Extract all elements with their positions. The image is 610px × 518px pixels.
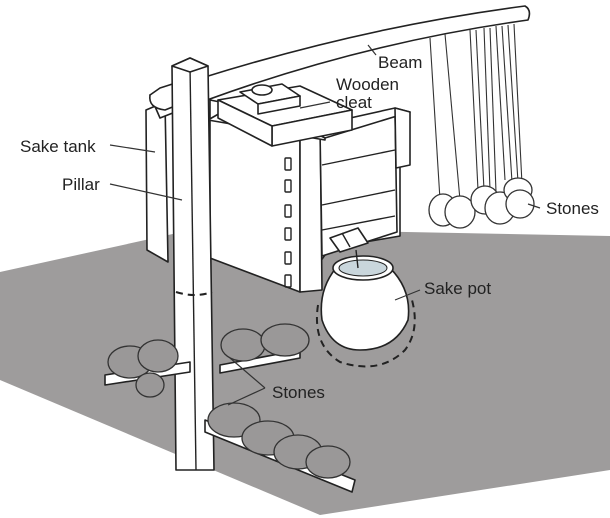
label-sake-pot: Sake pot: [424, 279, 491, 298]
label-stones-ground: Stones: [272, 383, 325, 402]
hanging-stones: [428, 177, 535, 229]
label-wooden-cleat-line1: Wooden: [336, 75, 399, 94]
sake-pot: [316, 249, 416, 368]
label-stones-hanging: Stones: [546, 199, 599, 218]
label-sake-tank: Sake tank: [20, 137, 96, 156]
leader-lines: [109, 44, 541, 406]
ropes: [429, 23, 523, 201]
ground-plane: [0, 228, 610, 515]
ground-stones: [104, 323, 356, 493]
label-wooden-cleat-line2: cleat: [336, 93, 372, 112]
pillar: [171, 57, 215, 471]
sake-tank: [145, 83, 411, 293]
label-beam: Beam: [378, 53, 422, 72]
label-pillar: Pillar: [62, 175, 100, 194]
